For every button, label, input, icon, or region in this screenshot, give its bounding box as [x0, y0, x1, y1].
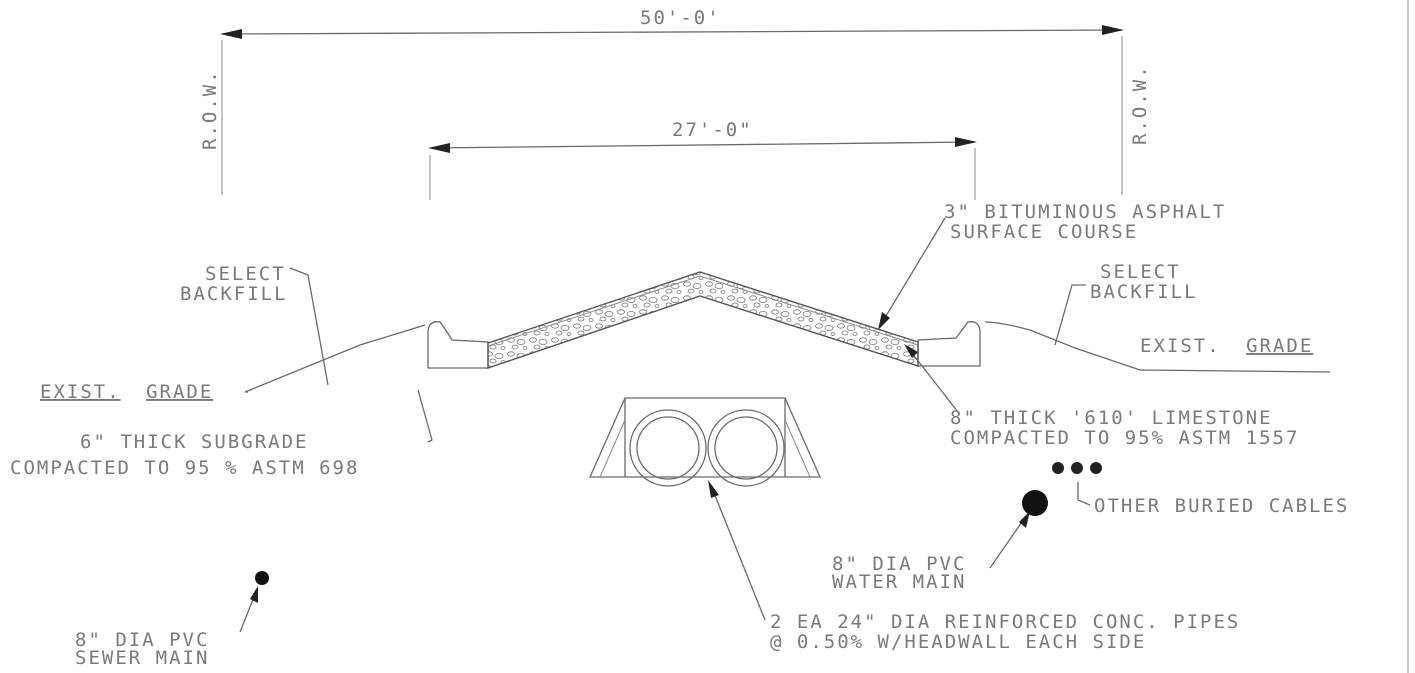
grade-line-left — [244, 324, 426, 393]
leader-backfill-right — [1054, 284, 1086, 346]
leader-backfill-left — [289, 267, 329, 386]
sewer-label-1: 8" DIA PVC — [75, 629, 209, 651]
asphalt-surface-line — [487, 275, 919, 347]
backfill-right-label-1: SELECT — [1100, 261, 1181, 283]
pavement-dimension-text: 27'-0" — [672, 119, 753, 141]
pavement-arrow-right — [955, 137, 977, 147]
pipe-left-inner — [636, 416, 700, 480]
culvert — [589, 397, 821, 487]
cable-dot-2 — [1071, 462, 1083, 474]
headwall-right-wing — [784, 419, 811, 478]
leader-subgrade — [417, 389, 433, 443]
grade-left-label-a: EXIST. — [40, 381, 121, 403]
cable-dot-3 — [1090, 462, 1102, 474]
headwall-left-wing — [599, 419, 626, 478]
backfill-left-label-1: SELECT — [205, 263, 286, 285]
backfill-right-label-2: BACKFILL — [1090, 281, 1198, 303]
cables-label: OTHER BURIED CABLES — [1094, 495, 1349, 517]
row-dimension: 50'-0' — [220, 7, 1124, 195]
leader-asphalt-arrow — [878, 312, 890, 330]
leader-water — [989, 515, 1027, 569]
leader-sewer-arrow — [250, 586, 258, 603]
grade-line-right — [984, 321, 1331, 373]
pavement-base-layer — [487, 271, 919, 369]
asphalt-label-1: 3" BITUMINOUS ASPHALT — [944, 201, 1226, 223]
pavement-dimension: 27'-0" — [428, 119, 977, 200]
grade-right-label-a: EXIST. — [1140, 335, 1221, 357]
pipe-left-outer — [629, 409, 707, 487]
leader-cables — [1077, 482, 1091, 506]
water-label-1: 8" DIA PVC — [832, 553, 966, 575]
leader-limestone — [907, 347, 959, 413]
grade-right-label: EXIST. GRADE — [1140, 335, 1313, 357]
limestone-label-1: 8" THICK '610' LIMESTONE — [950, 407, 1273, 429]
row-arrow-right — [1102, 25, 1124, 35]
sewer-label-2: SEWER MAIN — [75, 647, 209, 669]
row-dimension-text: 50'-0' — [640, 7, 721, 29]
sewer-main-dot — [255, 571, 269, 585]
grade-right-label-b: GRADE — [1246, 335, 1313, 357]
row-label-right: R.O.W. — [1129, 64, 1151, 145]
row-arrow-left — [220, 29, 242, 39]
pipes-label-1: 2 EA 24" DIA REINFORCED CONC. PIPES — [770, 611, 1240, 633]
curb-left — [427, 321, 489, 369]
curb-right — [917, 321, 981, 367]
pipe-right-inner — [714, 416, 778, 480]
subgrade-label-2: COMPACTED TO 95 % ASTM 698 — [10, 457, 359, 479]
asphalt-label-2: SURFACE COURSE — [950, 221, 1138, 243]
leader-pipes — [711, 487, 766, 621]
row-label-left: R.O.W. — [199, 69, 221, 150]
cable-dot-1 — [1052, 462, 1064, 474]
pavement-dimension-line — [429, 141, 976, 149]
pipes-label-2: @ 0.50% W/HEADWALL EACH SIDE — [770, 631, 1146, 653]
leader-pipes-arrow — [708, 480, 719, 498]
pavement-arrow-left — [428, 143, 450, 153]
water-label-2: WATER MAIN — [832, 571, 966, 593]
leader-limestone-arrow — [904, 344, 918, 358]
pipe-right-outer — [707, 409, 785, 487]
backfill-left-label-2: BACKFILL — [180, 283, 288, 305]
water-main-dot — [1022, 490, 1048, 516]
grade-left-label-b: GRADE — [146, 381, 213, 403]
leader-water-arrow — [1019, 511, 1030, 528]
subgrade-label-1: 6" THICK SUBGRADE — [80, 431, 308, 453]
limestone-label-2: COMPACTED TO 95% ASTM 1557 — [950, 427, 1299, 449]
row-dimension-line — [221, 29, 1123, 35]
leader-asphalt — [879, 217, 946, 327]
grade-left-label: EXIST. GRADE — [40, 381, 213, 403]
